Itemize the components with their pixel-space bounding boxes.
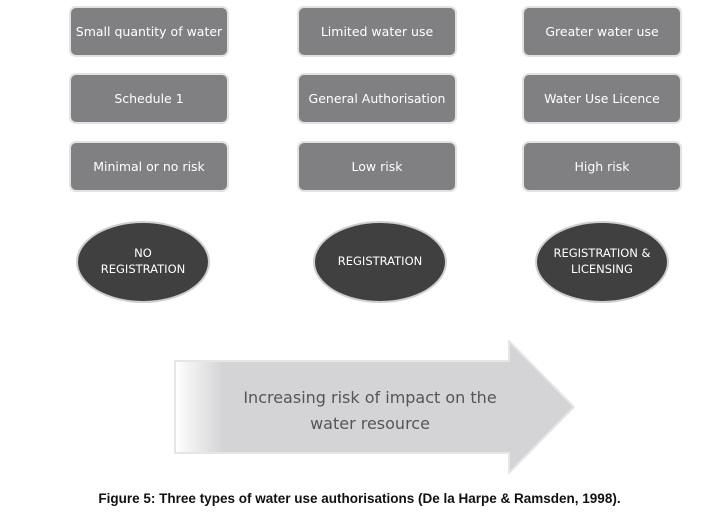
arrow-label-line: water resource xyxy=(310,414,430,433)
box-minimal-risk: Minimal or no risk xyxy=(69,141,229,192)
outcome-line: REGISTRATION xyxy=(337,254,423,269)
box-schedule-1: Schedule 1 xyxy=(69,73,229,124)
box-small-quantity: Small quantity of water xyxy=(69,6,229,57)
figure-caption: Figure 5: Three types of water use autho… xyxy=(98,491,621,506)
outcome-registration-licensing: REGISTRATION & LICENSING xyxy=(535,221,669,303)
outcome-no-registration: NO REGISTRATION xyxy=(76,221,210,303)
box-general-authorisation: General Authorisation xyxy=(297,73,457,124)
box-greater-use: Greater water use xyxy=(522,6,682,57)
outcome-line: REGISTRATION xyxy=(100,262,186,276)
arrow-shape xyxy=(174,340,575,474)
box-high-risk: High risk xyxy=(522,141,682,192)
arrow-label-line: Increasing risk of impact on the xyxy=(243,388,497,407)
outcome-line: NO xyxy=(134,246,152,261)
outcome-line: REGISTRATION & xyxy=(553,246,651,261)
arrow-label: Increasing risk of impact on the water r… xyxy=(205,385,535,437)
outcome-line: LICENSING xyxy=(571,262,633,276)
box-water-use-licence: Water Use Licence xyxy=(522,73,682,124)
box-limited-use: Limited water use xyxy=(297,6,457,57)
box-low-risk: Low risk xyxy=(297,141,457,192)
outcome-registration: REGISTRATION xyxy=(313,221,447,303)
